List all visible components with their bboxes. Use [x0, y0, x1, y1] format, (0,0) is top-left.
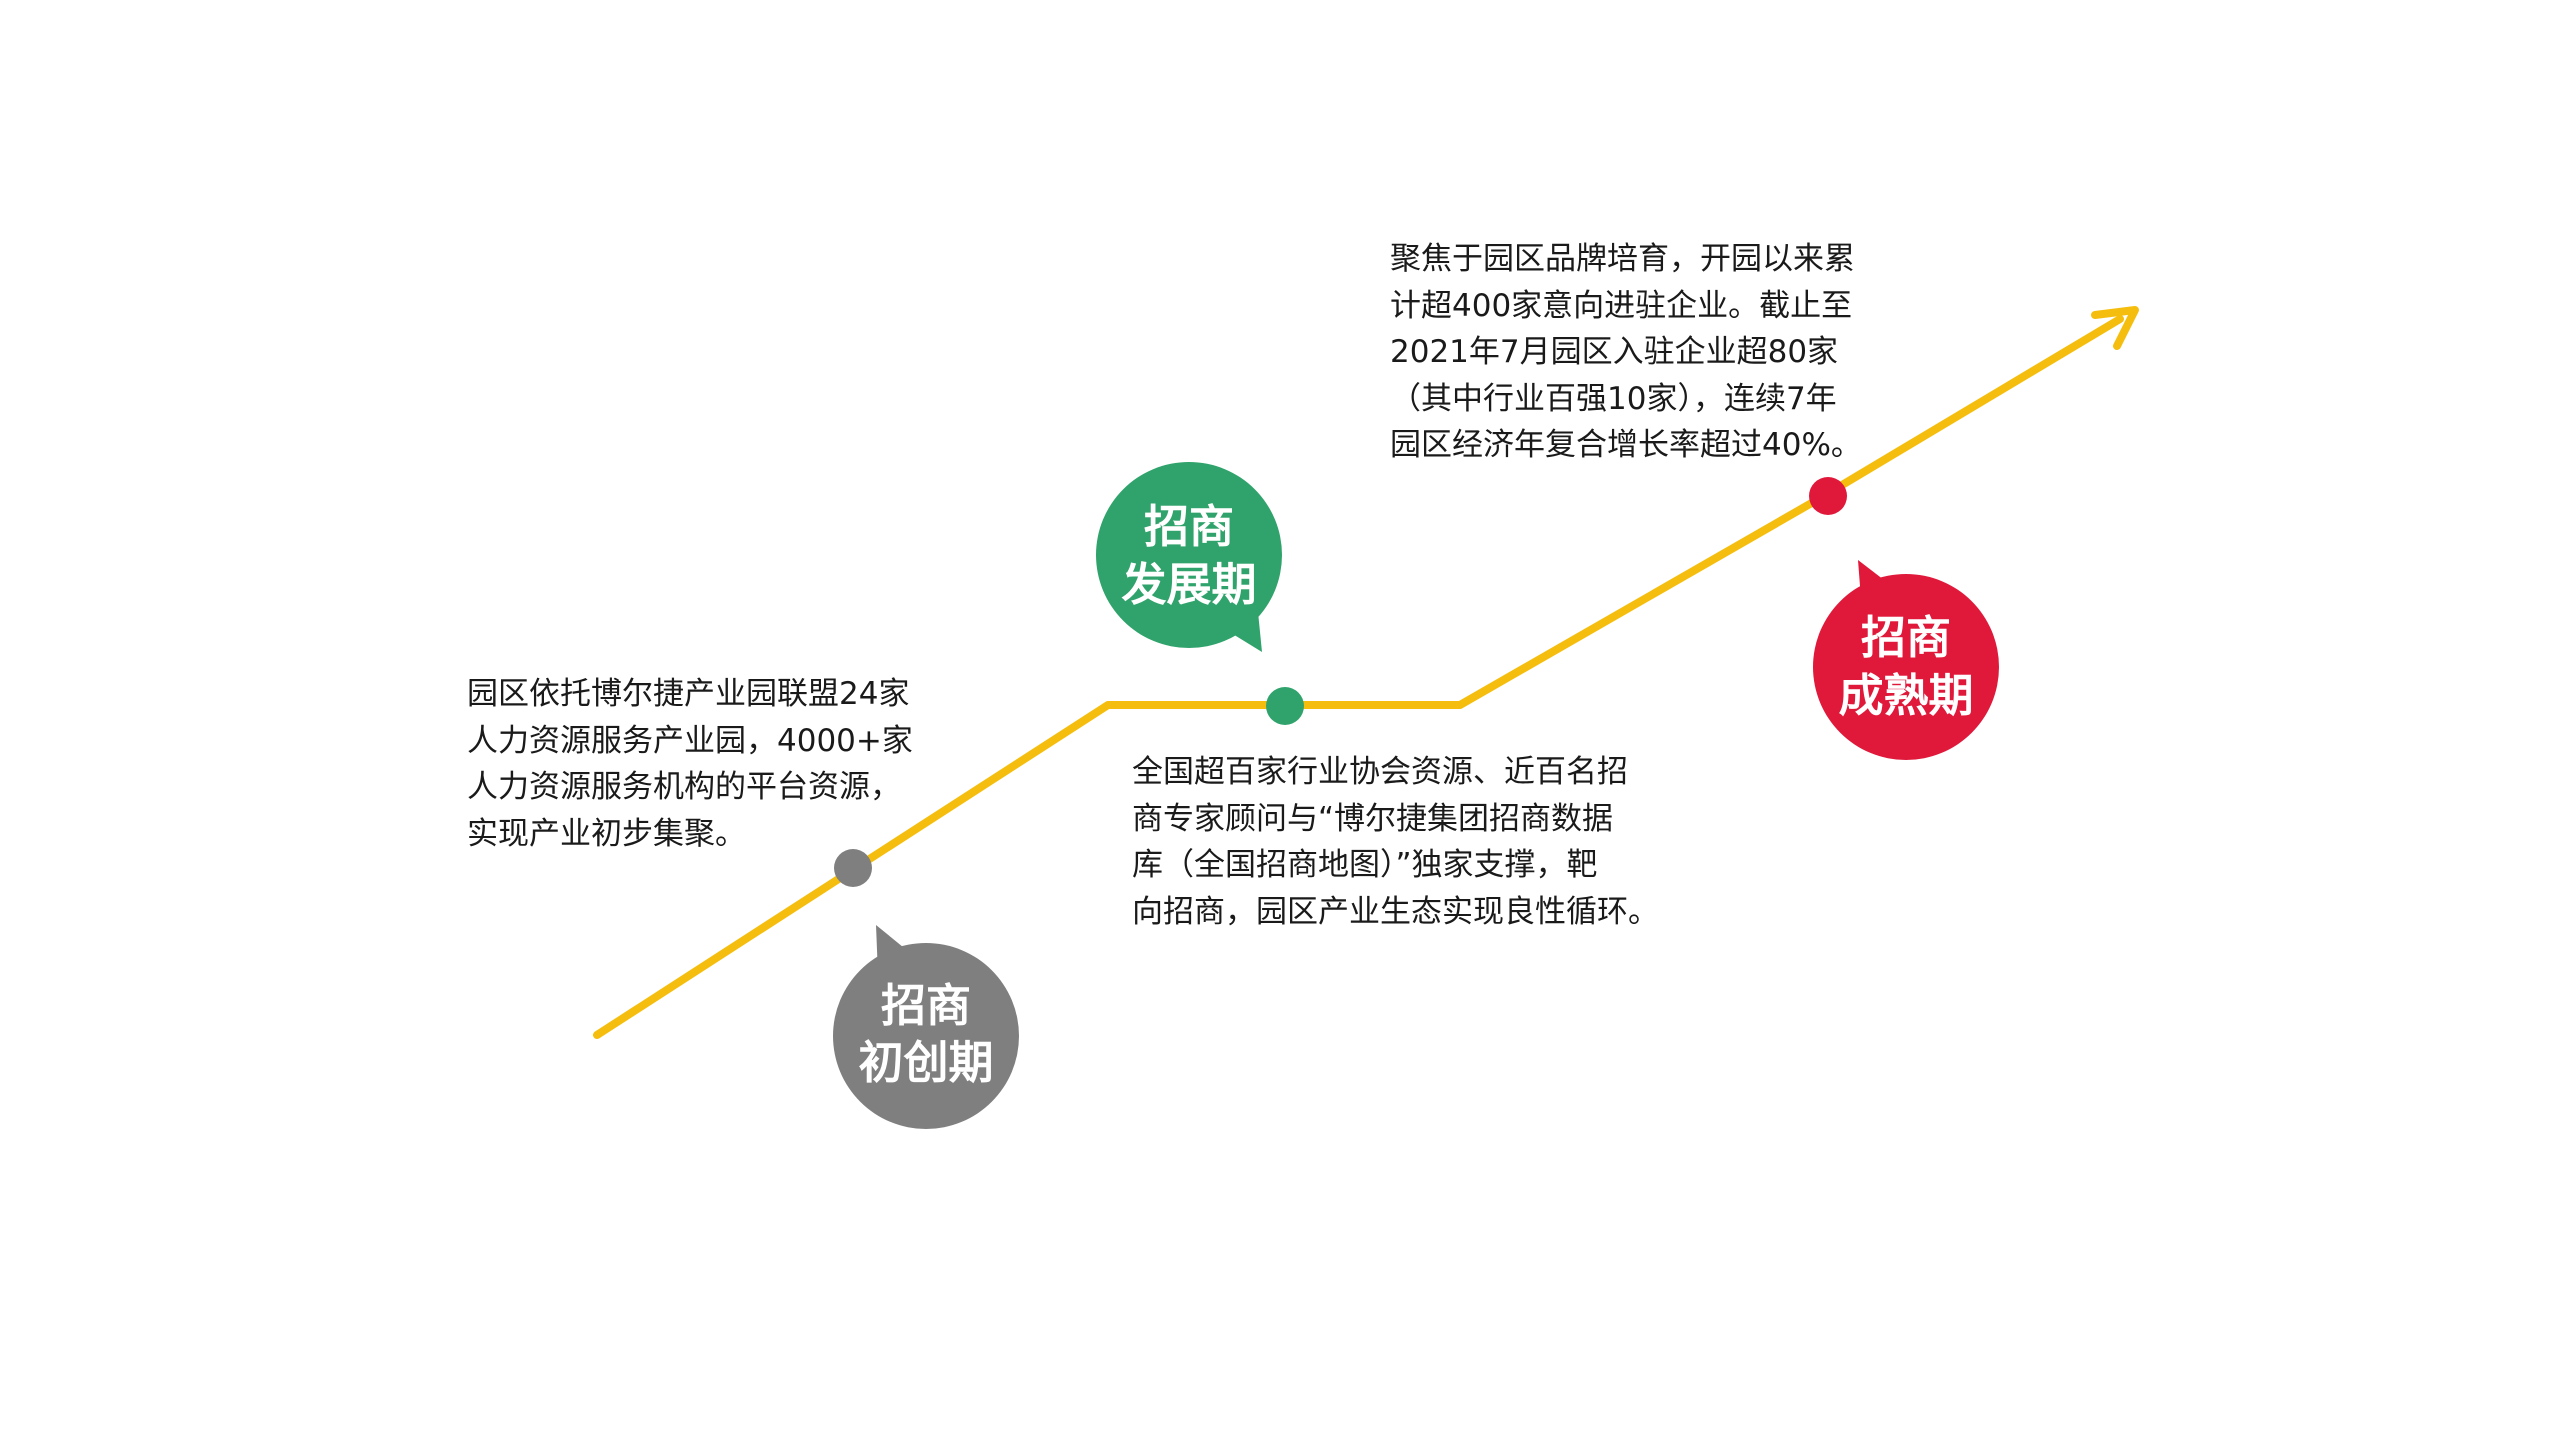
stage2-description: 全国超百家行业协会资源、近百名招 商专家顾问与“博尔捷集团招商数据 库（全国招商…	[1132, 749, 1659, 935]
stage1-description-line: 实现产业初步集聚。	[467, 815, 746, 852]
stage2-speech-bubble: 招商 发展期	[1096, 462, 1282, 652]
stage3-description-line: 2021年7月园区入驻企业超80家	[1390, 334, 1839, 370]
stage2-milestone-dot	[1266, 687, 1304, 725]
stage1-milestone-dot	[834, 849, 872, 887]
stage3-label-line1: 招商	[1861, 611, 1951, 664]
stage1-description-line: 人力资源服务机构的平台资源，	[467, 769, 901, 805]
stage3-description-line: （其中行业百强10家），连续7年	[1390, 380, 1837, 417]
stage1-label-line1: 招商	[881, 979, 971, 1032]
stage1-description-line: 人力资源服务产业园，4000+家	[467, 722, 913, 759]
stage2-label-line1: 招商	[1144, 500, 1234, 553]
stage1-label-line2: 初创期	[858, 1036, 993, 1089]
stage2-label-line2: 发展期	[1121, 558, 1256, 611]
stage2-description-line: 全国超百家行业协会资源、近百名招	[1132, 754, 1628, 790]
stage1-bubble-circle	[833, 943, 1019, 1129]
stage2-bubble-tail	[1210, 592, 1262, 652]
stage3-label-line2: 成熟期	[1838, 669, 1973, 722]
timeline-arrow-head	[2091, 306, 2139, 350]
stage3-description-line: 聚焦于园区品牌培育，开园以来累	[1390, 241, 1855, 277]
stage2-description-line: 商专家顾问与“博尔捷集团招商数据	[1132, 800, 1614, 837]
stage3-description: 聚焦于园区品牌培育，开园以来累 计超400家意向进驻企业。截止至 2021年7月…	[1390, 236, 1862, 469]
stage3-milestone-dot	[1809, 477, 1847, 515]
stage1-description-line: 园区依托博尔捷产业园联盟24家	[467, 676, 910, 712]
stage3-bubble-circle	[1813, 574, 1999, 760]
stage1-description: 园区依托博尔捷产业园联盟24家 人力资源服务产业园，4000+家 人力资源服务机…	[467, 671, 913, 857]
stage2-bubble-circle	[1096, 462, 1282, 648]
stage2-description-line: 库（全国招商地图）”独家支撑，靶	[1132, 847, 1598, 883]
stage1-speech-bubble: 招商 初创期	[833, 925, 1019, 1129]
stage3-description-line: 园区经济年复合增长率超过40%。	[1390, 427, 1862, 463]
stage2-description-line: 向招商，园区产业生态实现良性循环。	[1132, 893, 1659, 930]
timeline-line	[593, 315, 2124, 1039]
stage3-description-line: 计超400家意向进驻企业。截止至	[1390, 287, 1853, 324]
stage3-speech-bubble: 招商 成熟期	[1813, 560, 1999, 760]
